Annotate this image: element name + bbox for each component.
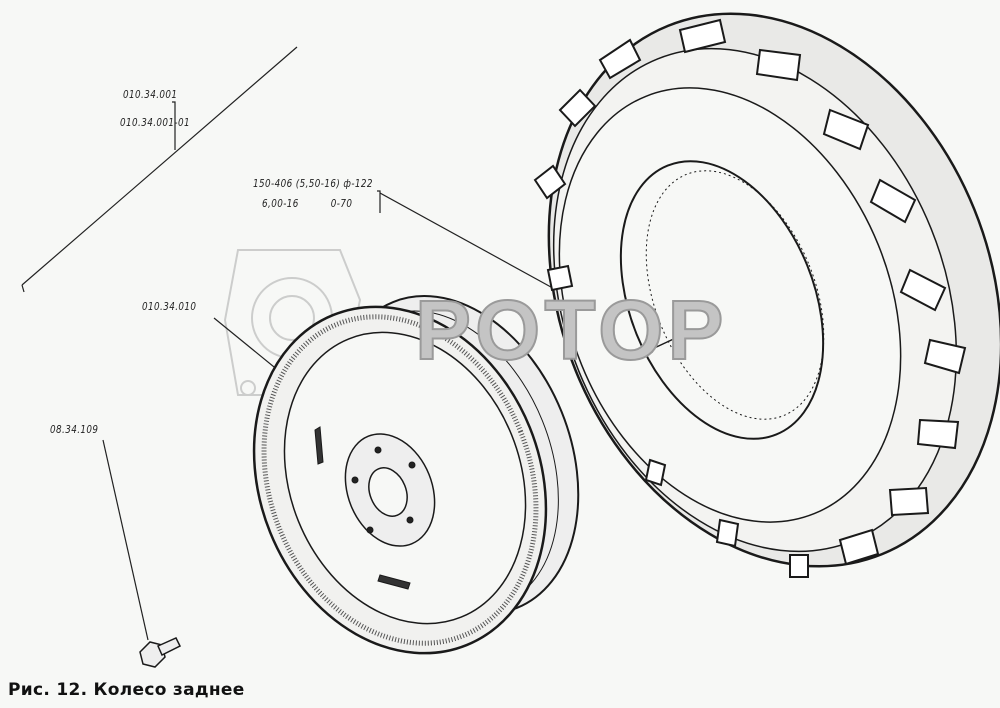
- wheel-disc: [252, 295, 580, 655]
- tire: [533, 12, 1000, 578]
- label-tire-spec-2: 6,00-16 0-70: [262, 197, 353, 210]
- valve-stem: [646, 335, 681, 354]
- label-part-bolt: 08.34.109: [50, 423, 99, 436]
- label-part-010-34-001-01: 010.34.001-01: [120, 116, 190, 129]
- bolt: [139, 637, 182, 668]
- leader-lines: [21, 46, 561, 641]
- label-part-disc: 010.34.010: [142, 300, 197, 313]
- watermark-text: POTOP: [414, 282, 728, 378]
- label-part-010-34-001: 010.34.001: [123, 88, 178, 101]
- tread-lugs: [533, 18, 967, 578]
- bolt-holes: [351, 446, 416, 534]
- figure-caption: Рис. 12. Колесо заднее: [8, 680, 245, 700]
- vent-slots: [314, 426, 411, 590]
- label-tire-spec-1: 150-406 (5,50-16) ф-122: [253, 177, 373, 190]
